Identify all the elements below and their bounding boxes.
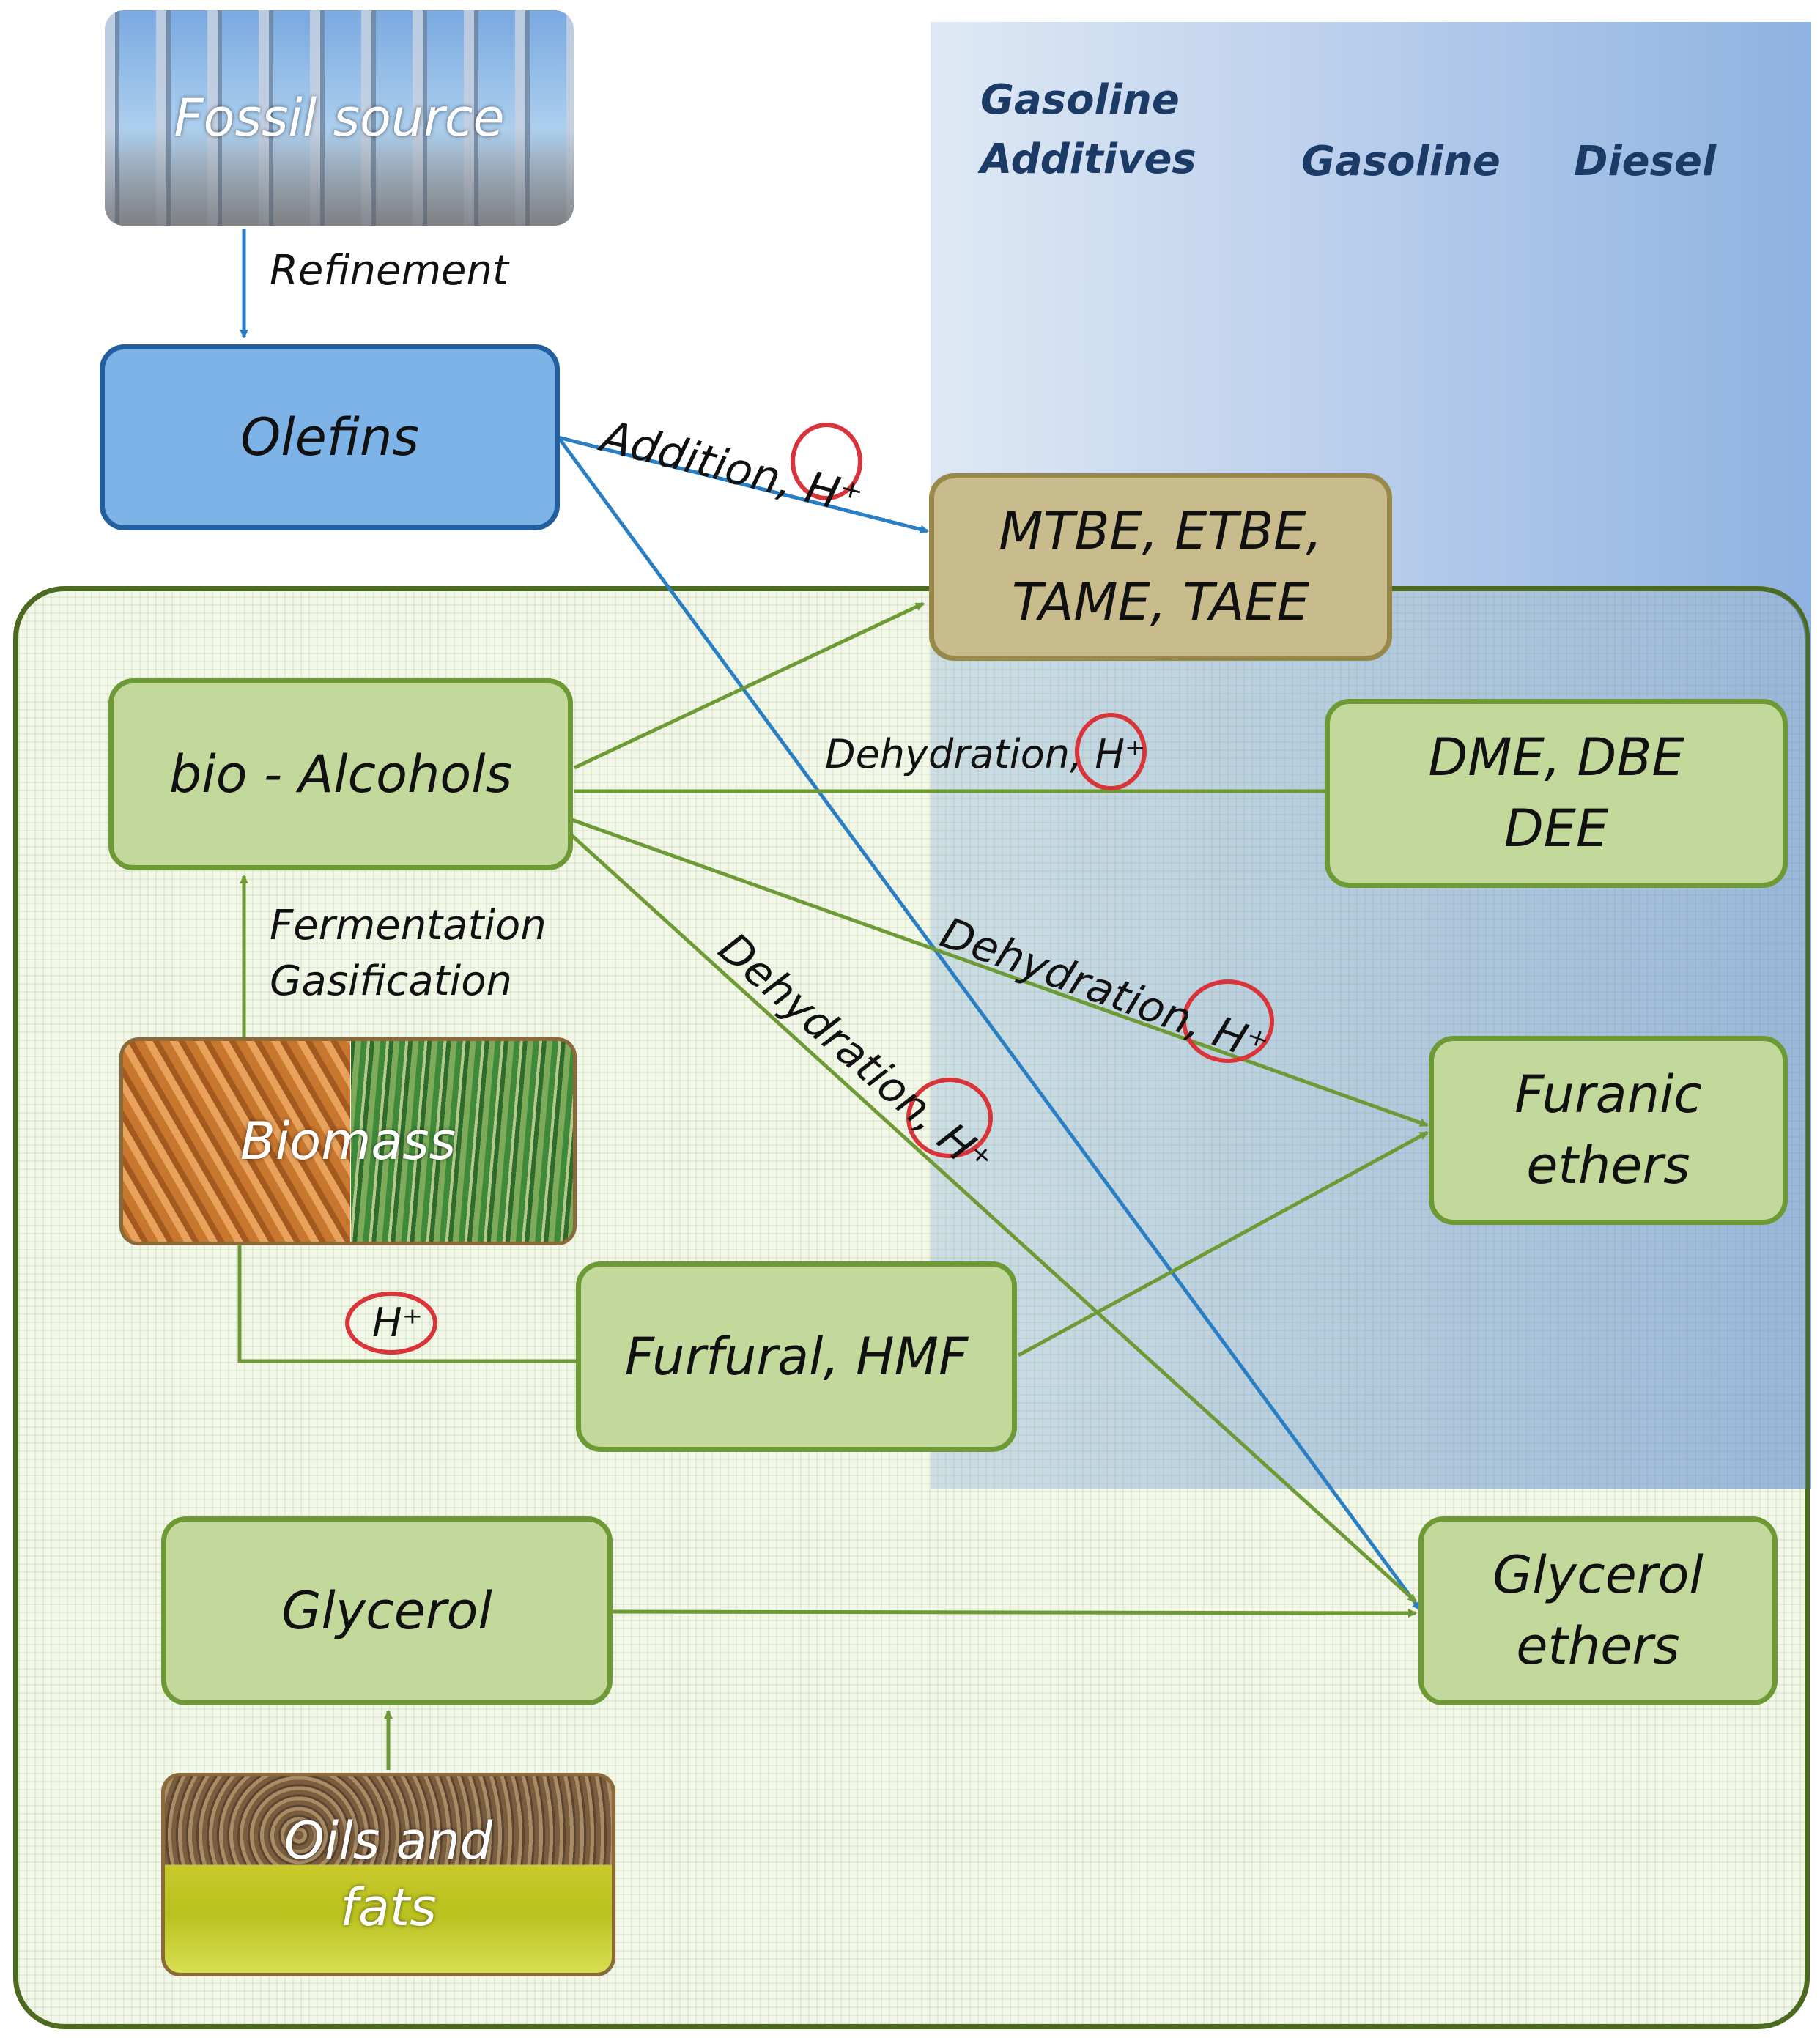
arrow-alcohols-furanic <box>565 815 1429 1127</box>
node-glycerol-ethers: Glycerol ethers <box>1418 1516 1778 1705</box>
node-olefins: Olefins <box>100 344 560 530</box>
acid-circle-addition <box>791 423 862 500</box>
acid-circle-glycerol <box>906 1078 993 1158</box>
arrow-alcohols-mtbe <box>573 601 925 770</box>
biomass-label: Biomass <box>240 1111 456 1171</box>
label-acid-furfural: H⁺ <box>372 1300 423 1346</box>
biomass-grass-texture <box>351 1041 573 1242</box>
oils-fats-image: Oils and fats <box>161 1773 615 1976</box>
oils-fats-label: Oils and fats <box>284 1811 493 1938</box>
node-bio-alcohols: bio - Alcohols <box>108 678 573 870</box>
label-gasoline-additives: Gasoline Additives <box>980 76 1196 184</box>
arrow-furfural-furanic <box>1017 1130 1429 1357</box>
arrow-alcohols-glycerol-ethers <box>570 834 1417 1603</box>
label-diesel: Diesel <box>1574 138 1717 185</box>
label-gasoline: Gasoline <box>1301 138 1501 185</box>
fossil-source-image: Fossil source <box>105 10 574 226</box>
acid-circle-dme <box>1075 713 1147 790</box>
node-glycerol: Glycerol <box>161 1516 613 1705</box>
arrow-olefins-glycerol-ethers <box>556 436 1422 1611</box>
label-dehydration-dme: Dehydration, H⁺ <box>825 731 1146 777</box>
label-fermentation-gasification: Fermentation Gasification <box>270 902 547 1005</box>
node-furfural-hmf: Furfural, HMF <box>576 1261 1017 1452</box>
arrow-glycerol-glycerol-ethers <box>612 1608 1417 1618</box>
acid-circle-furfural <box>345 1292 437 1355</box>
node-furanic-ethers: Furanic ethers <box>1429 1036 1788 1225</box>
fossil-source-label: Fossil source <box>174 87 505 148</box>
node-dme-dbe-dee: DME, DBE DEE <box>1325 699 1788 888</box>
biomass-image: Biomass <box>119 1037 577 1245</box>
acid-circle-furanic <box>1182 979 1274 1063</box>
arrow-biomass-furfural <box>237 1245 585 1366</box>
label-refinement: Refinement <box>270 247 508 294</box>
arrow-olefins-mtbe <box>558 435 929 534</box>
node-mtbe-etbe-tame-taee: MTBE, ETBE, TAME, TAEE <box>929 473 1392 661</box>
